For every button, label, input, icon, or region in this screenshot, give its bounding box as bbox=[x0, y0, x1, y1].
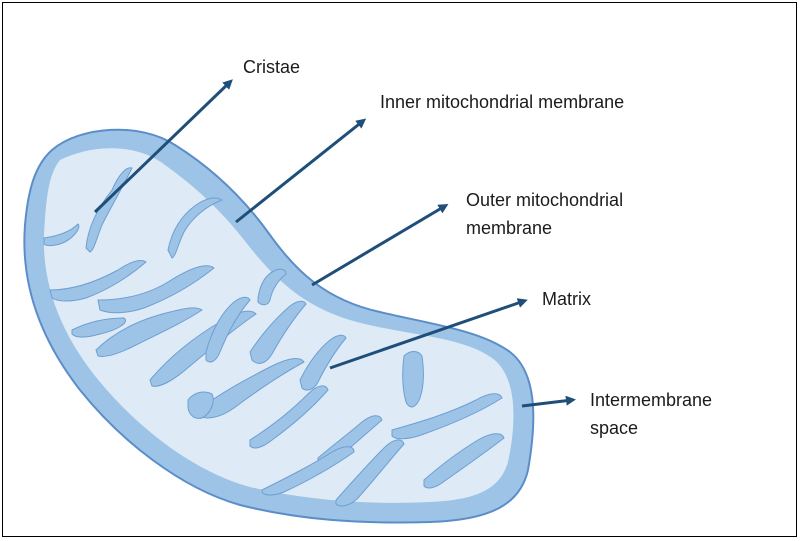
outer-membrane-label-line2: membrane bbox=[466, 214, 623, 242]
outer-membrane-label: Outer mitochondrial membrane bbox=[466, 186, 623, 242]
outer-membrane-arrow bbox=[312, 206, 445, 285]
crista-fold bbox=[403, 352, 424, 407]
inner-membrane-arrow bbox=[236, 121, 363, 222]
intermembrane-label-line1: Intermembrane bbox=[590, 386, 712, 414]
outer-membrane-label-line1: Outer mitochondrial bbox=[466, 186, 623, 214]
cristae-label: Cristae bbox=[243, 53, 300, 81]
inner-membrane-label: Inner mitochondrial membrane bbox=[380, 88, 624, 116]
intermembrane-label-line2: space bbox=[590, 414, 712, 442]
intermembrane-label: Intermembrane space bbox=[590, 386, 712, 442]
matrix-label: Matrix bbox=[542, 285, 591, 313]
